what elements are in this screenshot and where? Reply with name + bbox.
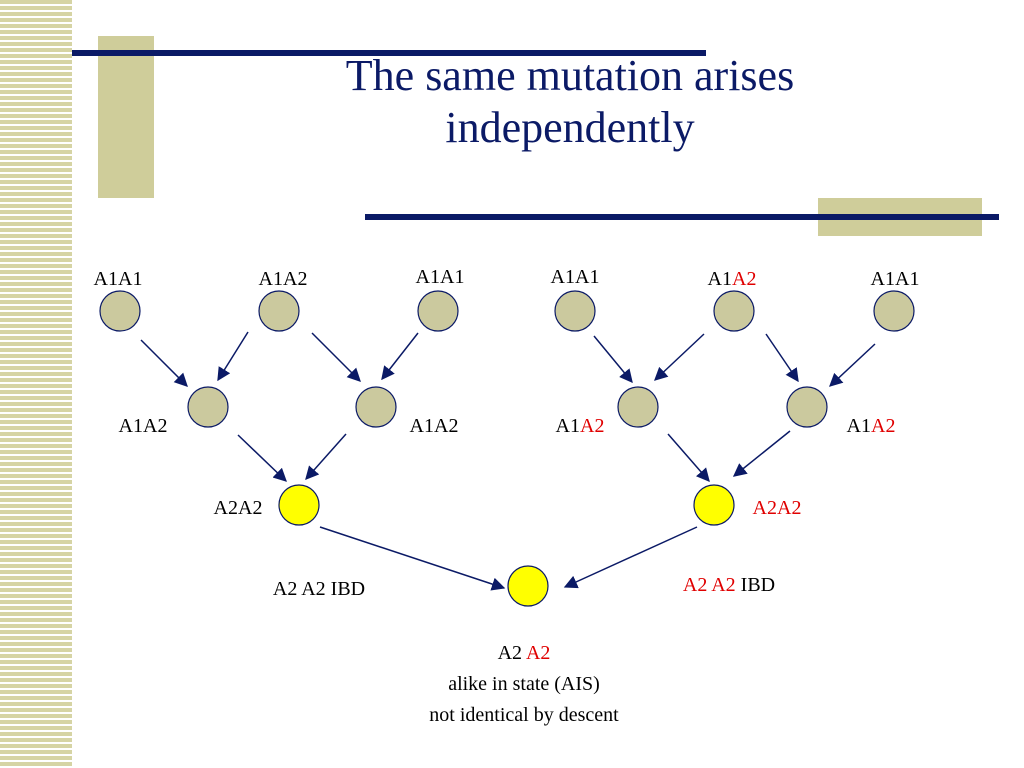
- label-top4: A1A1: [550, 266, 600, 288]
- label-mid3-b: A2: [580, 415, 605, 437]
- label-mid4-a: A1: [846, 415, 871, 437]
- label-mid3: A1A2: [556, 414, 605, 438]
- label-top5: A1A2: [708, 267, 757, 291]
- annotation-ibd-right-b: IBD: [735, 574, 776, 596]
- node-top1: [99, 290, 141, 332]
- label-top6: A1A1: [870, 268, 920, 290]
- annotation-final-a: A2: [497, 642, 526, 664]
- arrow-mid4-bot2: [732, 430, 791, 477]
- title-line-2: independently: [445, 103, 695, 152]
- title-line-1: The same mutation arises: [345, 51, 795, 100]
- arrow-top5-mid4: [765, 333, 799, 383]
- slide-title: The same mutation arises independently: [230, 50, 910, 154]
- node-top3: [417, 290, 459, 332]
- annotation-final-line1: A2 A2: [498, 641, 551, 665]
- node-mid1: [187, 386, 229, 428]
- label-mid2: A1A2: [409, 415, 459, 437]
- label-mid4-b: A2: [871, 415, 896, 437]
- node-bot-left: [278, 484, 320, 526]
- arrow-top2-mid1: [217, 331, 249, 382]
- annotation-final-b: A2: [525, 642, 551, 664]
- tan-block-top: [98, 36, 154, 198]
- node-top6: [873, 290, 915, 332]
- node-top2: [258, 290, 300, 332]
- label-mid4: A1A2: [847, 414, 896, 438]
- label-top5-b: A2: [732, 268, 757, 290]
- annotation-ibd-left: A2 A2 IBD: [272, 578, 366, 600]
- label-mid1: A1A2: [118, 415, 168, 437]
- arrow-top6-mid4: [829, 343, 876, 387]
- label-bot-left: A2A2: [213, 497, 263, 519]
- node-final: [507, 565, 549, 607]
- arrow-top3-mid2: [381, 332, 419, 381]
- label-top2: A1A2: [258, 268, 308, 290]
- label-top5-a: A1: [707, 268, 732, 290]
- title-bar-bottom: [365, 214, 999, 220]
- annotation-ibd-right-a: A2 A2: [682, 574, 736, 596]
- arrow-top5-mid3: [654, 333, 705, 381]
- label-top3: A1A1: [415, 266, 465, 288]
- arrow-top4-mid3: [593, 335, 633, 384]
- node-mid3: [617, 386, 659, 428]
- arrow-mid1-bot1: [237, 434, 287, 482]
- node-top5: [713, 290, 755, 332]
- side-stripe-decoration: [0, 0, 72, 768]
- node-mid4: [786, 386, 828, 428]
- node-mid2: [355, 386, 397, 428]
- arrow-top2-mid2: [311, 332, 361, 382]
- label-bot-right: A2A2: [752, 497, 802, 519]
- annotation-final-line2: alike in state (AIS): [448, 673, 600, 695]
- arrow-mid3-bot2: [667, 433, 710, 483]
- arrow-bot2-final: [563, 526, 698, 589]
- title-bar-top: [72, 50, 706, 56]
- annotation-ibd-right: A2 A2 IBD: [683, 573, 775, 597]
- label-mid3-a: A1: [555, 415, 580, 437]
- node-top4: [554, 290, 596, 332]
- arrow-mid2-bot1: [305, 433, 347, 481]
- annotation-final-line3: not identical by descent: [429, 704, 619, 726]
- label-top1: A1A1: [93, 268, 143, 290]
- arrow-top1-mid1: [140, 339, 188, 387]
- node-bot-right: [693, 484, 735, 526]
- arrow-bot1-final: [319, 526, 506, 591]
